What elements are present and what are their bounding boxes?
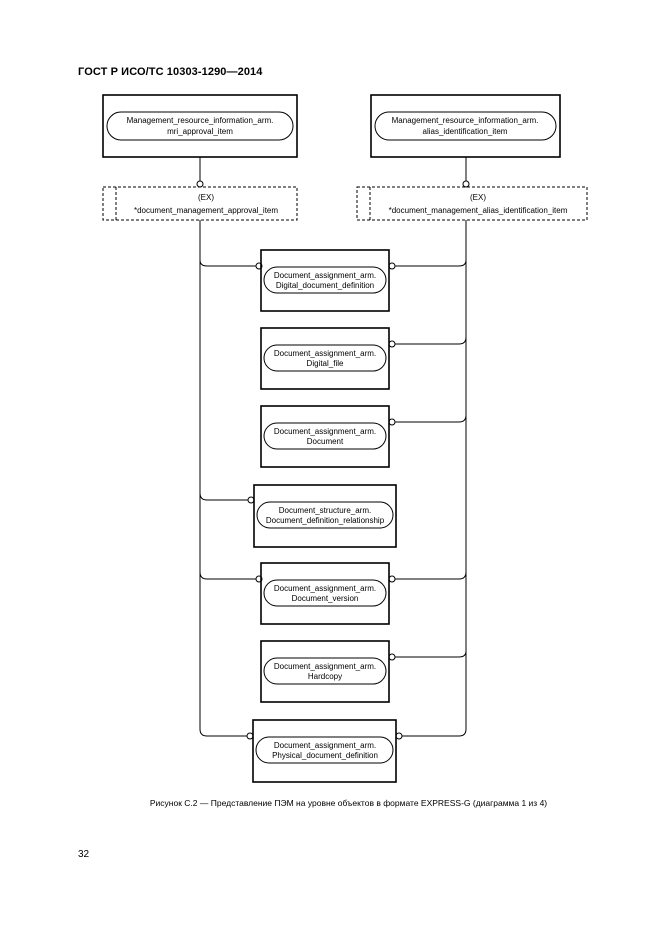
- entity-label-line2: Document_definition_relationship: [266, 516, 385, 525]
- select-document-management-alias-identification-item: [356, 186, 588, 221]
- select-document-management-approval-item: [102, 186, 298, 221]
- entity-label-line2: Document_version: [292, 594, 359, 603]
- entity-label-line2: mri_approval_item: [167, 127, 233, 136]
- entity-alias-identification-item: [370, 94, 561, 158]
- entity-mri-approval-item: [102, 94, 298, 158]
- entity-label-line2: Digital_file: [307, 359, 344, 368]
- entity-label-line1: Document_assignment_arm.: [274, 349, 376, 358]
- entity-digital-file: [260, 327, 390, 390]
- entity-document-definition-relationship: [253, 484, 397, 548]
- entity-digital-document-definition: [260, 249, 390, 312]
- entity-label-line1: Management_resource_information_arm.: [392, 116, 539, 125]
- select-name: *document_management_approval_item: [134, 206, 278, 215]
- page-number: 32: [78, 849, 90, 860]
- select-tag: (EX): [198, 193, 214, 202]
- figure-caption: Рисунок С.2 — Представление ПЭМ на уровн…: [0, 798, 661, 808]
- entity-label-line2: Hardcopy: [308, 672, 342, 681]
- entity-label-line1: Document_structure_arm.: [279, 506, 371, 515]
- select-tag: (EX): [470, 193, 486, 202]
- select-name: *document_management_alias_identificatio…: [389, 206, 568, 215]
- entity-label-line2: alias_identification_item: [423, 127, 508, 136]
- entity-label-line1: Document_assignment_arm.: [274, 427, 376, 436]
- figure-caption-text: Рисунок С.2 — Представление ПЭМ на уровн…: [149, 798, 548, 808]
- entity-label-line2: Physical_document_definition: [272, 751, 378, 760]
- entity-label-line1: Management_resource_information_arm.: [127, 116, 274, 125]
- entity-label-line2: Digital_document_definition: [276, 281, 374, 290]
- entity-label-line1: Document_assignment_arm.: [274, 741, 376, 750]
- entity-label-line2: Document: [307, 437, 344, 446]
- entity-label-line1: Document_assignment_arm.: [274, 662, 376, 671]
- page-header: ГОСТ Р ИСО/ТС 10303-1290—2014: [78, 66, 263, 78]
- entity-label-line1: Document_assignment_arm.: [274, 584, 376, 593]
- entity-document-version: [260, 562, 390, 625]
- entity-label-line1: Document_assignment_arm.: [274, 271, 376, 280]
- entity-physical-document-definition: [252, 719, 397, 783]
- entity-document: [260, 405, 390, 468]
- entity-hardcopy: [260, 640, 390, 703]
